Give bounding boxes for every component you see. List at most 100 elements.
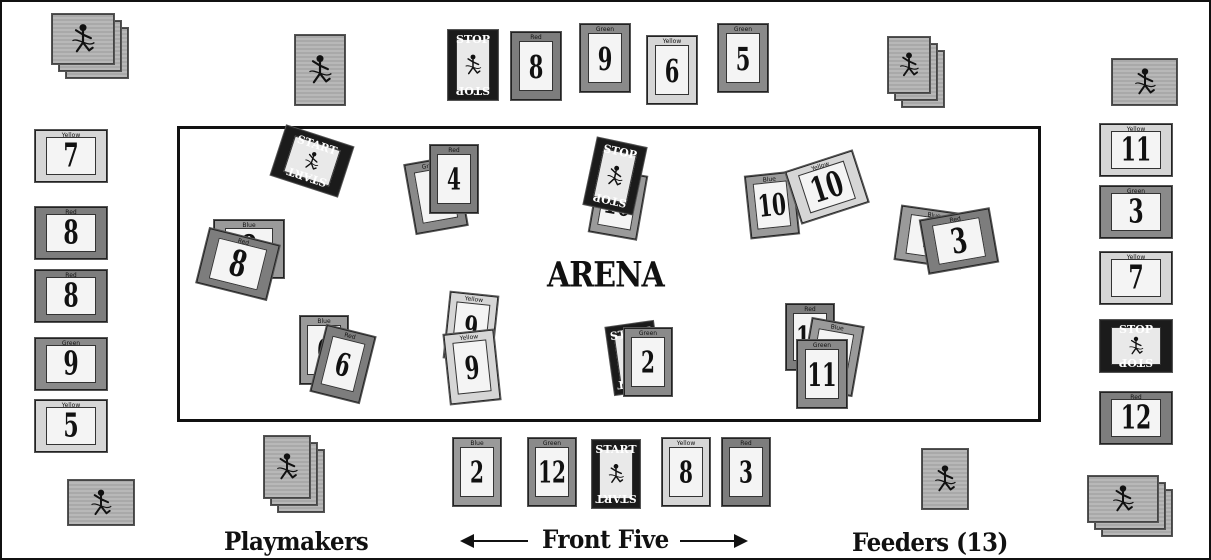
card-number: 10 xyxy=(757,189,788,222)
card-color-tag: Green xyxy=(1101,188,1171,195)
card-color-tag: Red xyxy=(512,34,560,41)
card-color-tag: Yellow xyxy=(36,132,106,139)
card-face: 4 xyxy=(437,154,470,204)
stick-figure-icon xyxy=(85,487,117,519)
stick-figure-icon xyxy=(461,53,486,78)
card-color-tag: Red xyxy=(431,147,477,154)
card-color-tag: Green xyxy=(798,342,846,349)
arena-card[interactable]: 4 Red xyxy=(430,145,478,213)
card-number: 6 xyxy=(332,347,354,381)
card-color-tag: Green xyxy=(625,330,671,337)
card-number: 8 xyxy=(63,217,78,250)
card-face: 6 xyxy=(655,45,690,95)
start-word-top: START xyxy=(593,443,639,456)
card-number: 3 xyxy=(739,457,753,487)
card-color-tag: Red xyxy=(1101,394,1171,401)
stop-word-top: STOP xyxy=(449,33,497,46)
stop-word-bottom: STOP xyxy=(449,84,497,97)
card-face: 2 xyxy=(460,447,493,497)
card-color-tag: Green xyxy=(581,26,629,33)
top-row-card[interactable]: 5 Green xyxy=(718,24,768,92)
card-color-tag: Yellow xyxy=(648,38,696,45)
card-face: 5 xyxy=(726,33,761,83)
stick-figure-icon xyxy=(1128,66,1160,98)
stop-word-top: STOP xyxy=(1101,323,1171,336)
card-color-tag: Green xyxy=(529,440,575,447)
stick-figure-icon xyxy=(1125,335,1147,357)
card-color-tag: Blue xyxy=(301,318,347,325)
card-number: 5 xyxy=(736,42,751,74)
card-number: 8 xyxy=(226,245,251,284)
card-face: 8 xyxy=(519,41,554,91)
front-five-label: Front Five xyxy=(542,525,669,555)
card-color-tag: Yellow xyxy=(1101,126,1171,133)
feeder-pile-card[interactable] xyxy=(888,37,930,93)
card-number: 9 xyxy=(63,348,78,381)
stick-figure-icon xyxy=(600,161,629,190)
card-face: 8 xyxy=(46,214,96,252)
feeder-pile-card[interactable] xyxy=(922,449,968,509)
card-face: 6 xyxy=(320,335,366,392)
stick-figure-icon xyxy=(929,463,961,495)
playmaker-pile-card[interactable] xyxy=(295,35,345,105)
front-five-card[interactable]: 3 Red xyxy=(722,438,770,506)
stick-figure-icon xyxy=(66,22,101,57)
card-color-tag: Blue xyxy=(215,222,283,229)
feeder-pile-card[interactable] xyxy=(1088,476,1158,522)
card-color-tag: Red xyxy=(36,272,106,279)
card-face: 9 xyxy=(588,33,623,83)
feeder-pile-card[interactable] xyxy=(1112,59,1177,105)
top-row-card[interactable]: 8 Red xyxy=(511,32,561,100)
card-number: 4 xyxy=(447,164,461,194)
card-number: 7 xyxy=(1128,262,1143,295)
card-face: 3 xyxy=(729,447,762,497)
card-number: 11 xyxy=(1121,134,1152,167)
stop-card[interactable]: STOP STOP xyxy=(448,30,498,100)
card-number: 8 xyxy=(529,50,544,82)
card-color-tag: Yellow xyxy=(663,440,709,447)
top-row-card[interactable]: 9 Green xyxy=(580,24,630,92)
card-number: 3 xyxy=(1128,196,1143,229)
card-number: 3 xyxy=(948,223,970,260)
stick-figure-icon xyxy=(271,451,303,483)
card-number: 12 xyxy=(1121,402,1152,435)
card-face: 9 xyxy=(46,345,96,383)
card-number: 9 xyxy=(598,42,613,74)
stick-figure-icon xyxy=(303,53,338,88)
card-color-tag: Green xyxy=(719,26,767,33)
card-face: 11 xyxy=(1111,131,1161,169)
playmaker-pile-card[interactable] xyxy=(264,436,310,498)
card-face: 12 xyxy=(535,447,568,497)
card-face: 2 xyxy=(631,337,664,387)
card-number: 7 xyxy=(63,140,78,173)
card-color-tag: Red xyxy=(723,440,769,447)
card-number: 2 xyxy=(470,457,484,487)
feeder-pile-card[interactable] xyxy=(52,14,114,64)
feeder-pile-card[interactable] xyxy=(68,480,134,525)
start-word-bottom: START xyxy=(593,492,639,505)
stick-figure-icon xyxy=(1107,483,1139,515)
front-five-left-arrow xyxy=(462,540,528,542)
card-face: 11 xyxy=(805,349,840,399)
start-card[interactable]: START START xyxy=(592,440,640,508)
card-color-tag: Yellow xyxy=(1101,254,1171,261)
card-face: 5 xyxy=(46,407,96,445)
